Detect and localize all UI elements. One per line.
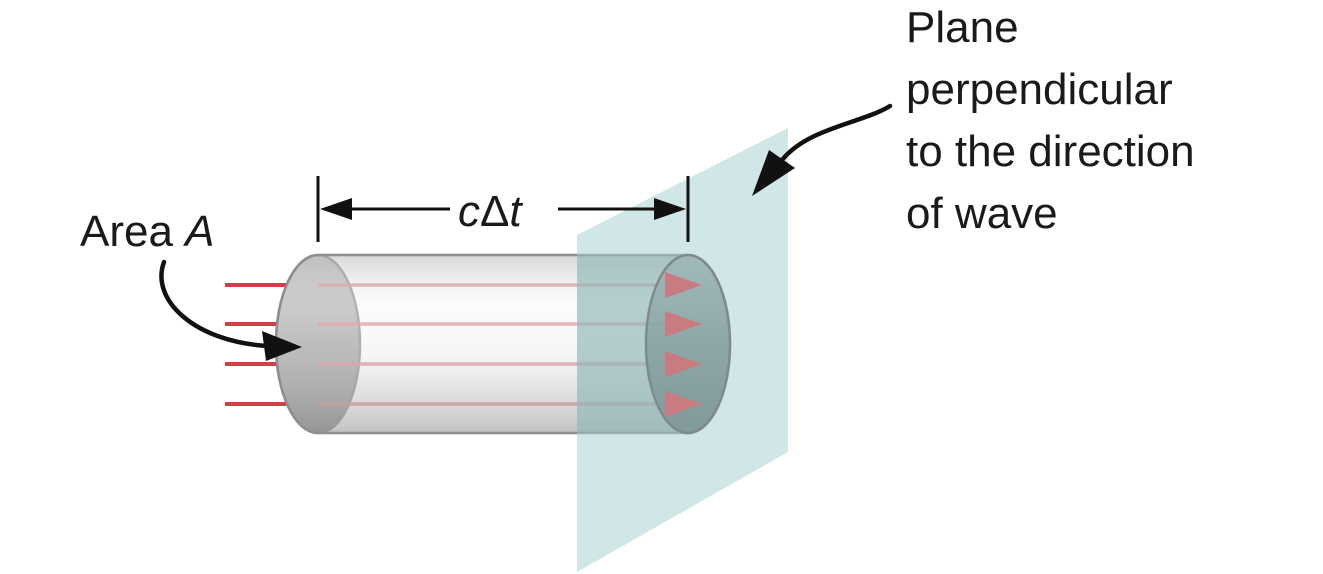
area-label: Area A [80, 207, 215, 256]
area-callout: Area A [80, 207, 302, 361]
arrowhead-1 [665, 272, 702, 298]
area-pointer-arrowhead [262, 331, 302, 361]
plane-pointer-arrow [779, 103, 893, 163]
plane-pointer-arrowhead [752, 150, 795, 196]
plane-label-line-2: perpendicular [906, 65, 1173, 114]
dimension-arrowhead-left [320, 198, 352, 220]
dimension-arrowhead-right [654, 198, 686, 220]
arrowhead-4 [665, 391, 702, 417]
plane-callout: Plane perpendicular to the direction of … [752, 3, 1207, 238]
ray-arrowheads [665, 272, 702, 417]
plane-label: Plane perpendicular to the direction of … [906, 3, 1207, 238]
plane-label-line-4: of wave [906, 189, 1058, 238]
arrowhead-2 [665, 311, 702, 337]
area-pointer-arrow [159, 259, 271, 349]
cylinder-right-cap [644, 253, 732, 435]
length-label: cΔt [458, 187, 523, 236]
length-dimension: cΔt [316, 176, 690, 242]
plane-label-line-3: to the direction [906, 127, 1195, 176]
plane-label-line-1: Plane [906, 3, 1019, 52]
arrowhead-3 [665, 351, 702, 377]
